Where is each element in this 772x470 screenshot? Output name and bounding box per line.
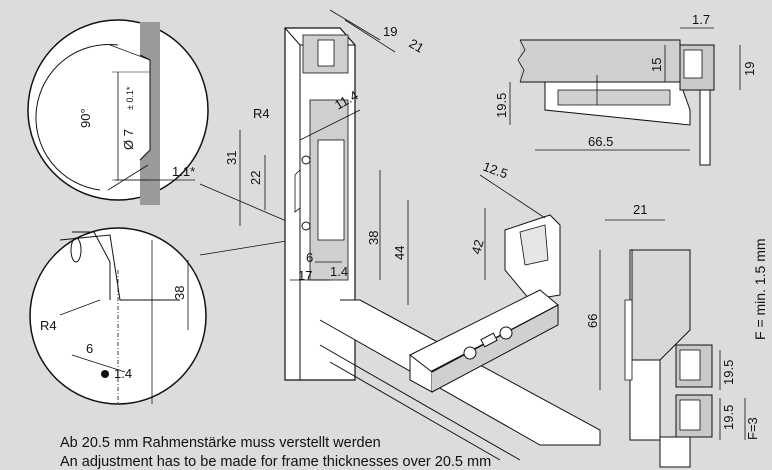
depth-label: 38 — [172, 286, 187, 300]
leader-top — [199, 183, 299, 227]
side-dim-195a: 19.5 — [721, 360, 736, 385]
angle-label: 90° — [78, 108, 93, 128]
radius-label: R4 — [40, 318, 57, 333]
detail-circle-top: 90° Ø 7 ± 0.1* 1.1* — [27, 19, 209, 205]
detail-circle-bottom: R4 38 6 1.4 — [29, 227, 207, 405]
frame-radius: R4 — [253, 106, 270, 121]
frame-dim-19: 19 — [383, 24, 397, 39]
note-english: An adjustment has to be made for frame t… — [60, 454, 492, 470]
frame-dim-38: 38 — [366, 231, 381, 245]
hinge-isometric: 12.5 42 — [409, 159, 561, 393]
frame-dim-6: 6 — [306, 250, 313, 265]
side-dim-f3: F=3 — [745, 417, 760, 440]
frame-dim-17: 17 — [298, 268, 312, 283]
tolerance-label: ± 0.1* — [125, 86, 135, 110]
top-dim-17: 1.7 — [692, 12, 710, 27]
side-dim-21: 21 — [633, 202, 647, 217]
top-dim-665: 66.5 — [588, 134, 613, 149]
side-dim-195b: 19.5 — [721, 405, 736, 430]
side-dim-66: 66 — [585, 314, 600, 328]
frame-dim-22: 22 — [248, 171, 263, 185]
hinge-side-view: 21 66 19.5 19.5 F=3 F = min. 1.5 mm — [585, 202, 768, 468]
hinge-top-view: 1.7 15 19 19.5 66.5 — [494, 12, 757, 166]
top-dim-195: 19.5 — [494, 93, 509, 118]
top-dim-19: 19 — [742, 62, 757, 76]
frame-dimensions: 19 21 R4 11.4 31 22 38 44 6 17 1.4 — [224, 9, 427, 305]
diameter-label: Ø 7 — [121, 129, 136, 150]
frame-dim-21: 21 — [407, 36, 427, 56]
note-german: Ab 20.5 mm Rahmenstärke muss verstellt w… — [60, 435, 381, 451]
frame-dim-31: 31 — [224, 151, 239, 165]
side-fmin-label: F = min. 1.5 mm — [752, 238, 768, 340]
edge-label: 1.1* — [172, 164, 195, 179]
top-dim-15: 15 — [649, 58, 664, 72]
width-label: 6 — [86, 341, 93, 356]
frame-dim-44: 44 — [392, 246, 407, 260]
wall-label: 1.4 — [114, 366, 132, 381]
frame-dim-14: 1.4 — [330, 264, 348, 279]
hinge-dim-42: 42 — [468, 238, 486, 256]
